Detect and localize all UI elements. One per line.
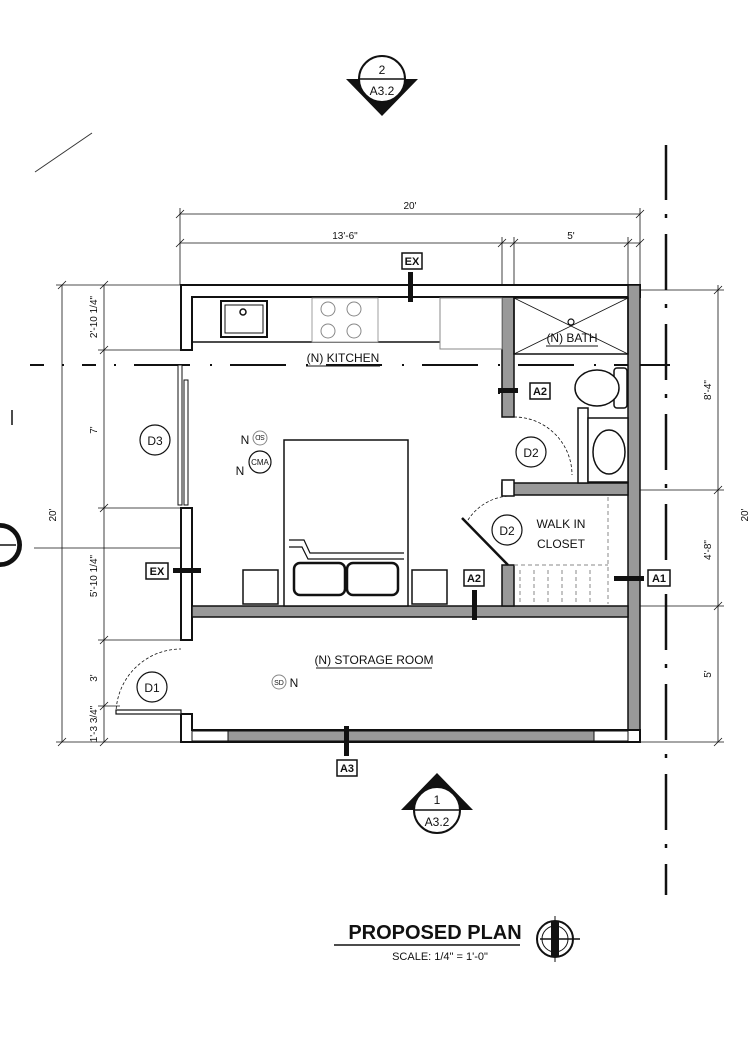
door-tag-d1: D1: [136, 671, 168, 703]
svg-text:SD: SD: [255, 433, 265, 440]
room-label-bath: (N) BATH: [546, 331, 597, 345]
door-d1-swing: [115, 648, 182, 715]
svg-text:A1: A1: [652, 573, 666, 585]
top-dimensions: [175, 208, 645, 285]
dim-top-left: 13'-6": [332, 231, 358, 242]
svg-text:A3: A3: [340, 763, 354, 775]
svg-text:N: N: [241, 433, 250, 447]
dim-top-right: 5': [567, 231, 575, 242]
dim-left-1: 2'-10 1/4": [89, 295, 100, 338]
smoke-detector-bedroom: N SD: [241, 430, 268, 447]
dim-left-2: 7': [89, 426, 100, 434]
shower: [513, 297, 629, 355]
svg-text:A2: A2: [533, 386, 547, 398]
north-arrow-icon: [536, 916, 580, 962]
section-marker-bottom: 1 A3.2: [401, 773, 473, 834]
tag-a1: A1: [647, 569, 671, 587]
kitchen-counter: [192, 297, 503, 350]
door-tag-d3: D3: [139, 424, 171, 456]
door-d3-sliding: [177, 364, 189, 506]
room-label-walk-in-2: CLOSET: [537, 537, 586, 551]
section-marker-top: 2 A3.2: [346, 55, 418, 116]
dim-right-overall: 20': [740, 508, 751, 521]
section-marker-left-partial: [0, 523, 22, 567]
section-marker-top-number: 2: [379, 63, 386, 77]
tag-a2-mid: A2: [463, 569, 485, 587]
room-label-storage: (N) STORAGE ROOM: [314, 653, 433, 667]
door-d2-closet: [461, 495, 515, 566]
walls: [180, 284, 641, 743]
nightstand-left: [242, 569, 279, 605]
room-label-walk-in-1: WALK IN: [537, 517, 586, 531]
section-marker-bottom-sheet: A3.2: [425, 815, 450, 829]
tag-a3: A3: [336, 759, 358, 777]
co-alarm-bedroom: N CMA: [236, 450, 272, 478]
dim-right-1: 8'-4": [703, 380, 714, 400]
dim-right-3: 5': [703, 670, 714, 678]
drawing-scale: SCALE: 1/4" = 1'-0": [392, 951, 488, 963]
tag-a2-bath: A2: [529, 382, 551, 400]
svg-text:D1: D1: [144, 681, 160, 695]
left-dimensions: [56, 280, 181, 747]
dim-top-overall: 20': [403, 201, 416, 212]
toilet: [574, 367, 628, 409]
svg-text:D2: D2: [499, 524, 515, 538]
svg-text:N: N: [290, 676, 299, 690]
dim-right-2: 4'-8": [703, 540, 714, 560]
drawing-title-heading: PROPOSED PLAN: [348, 922, 521, 944]
svg-text:D3: D3: [147, 434, 163, 448]
section-marker-top-sheet: A3.2: [370, 84, 395, 98]
wall-cut-markers: [173, 272, 644, 756]
svg-text:A2: A2: [467, 573, 481, 585]
section-marker-bottom-number: 1: [434, 793, 441, 807]
tag-ex-top: EX: [401, 252, 423, 270]
bed: [242, 439, 448, 607]
svg-text:SD: SD: [274, 680, 284, 687]
lavatory: [587, 417, 629, 483]
dim-left-3: 5'-10 1/4": [89, 554, 100, 597]
dim-left-4: 3': [89, 674, 100, 682]
svg-text:CMA: CMA: [251, 458, 269, 467]
right-dimensions: [640, 285, 724, 747]
door-tag-d2-bath: D2: [515, 436, 547, 468]
cooktop: [311, 297, 379, 343]
closet-shelving: [514, 497, 609, 604]
tag-ex-left: EX: [145, 562, 169, 580]
refrigerator: [439, 297, 503, 350]
svg-text:EX: EX: [150, 566, 165, 578]
dim-left-overall: 20': [48, 508, 59, 521]
smoke-detector-storage: SD N: [271, 674, 299, 690]
svg-text:EX: EX: [405, 256, 420, 268]
drawing-title: PROPOSED PLAN SCALE: 1/4" = 1'-0": [334, 922, 522, 963]
svg-text:N: N: [236, 464, 245, 478]
door-d2-bath: [501, 416, 573, 497]
dim-left-5: 1'-3 3/4": [89, 705, 100, 742]
svg-text:D2: D2: [523, 446, 539, 460]
nightstand-right: [411, 569, 448, 605]
door-tag-d2-closet: D2: [491, 514, 523, 546]
room-label-kitchen: (N) KITCHEN: [307, 351, 380, 365]
